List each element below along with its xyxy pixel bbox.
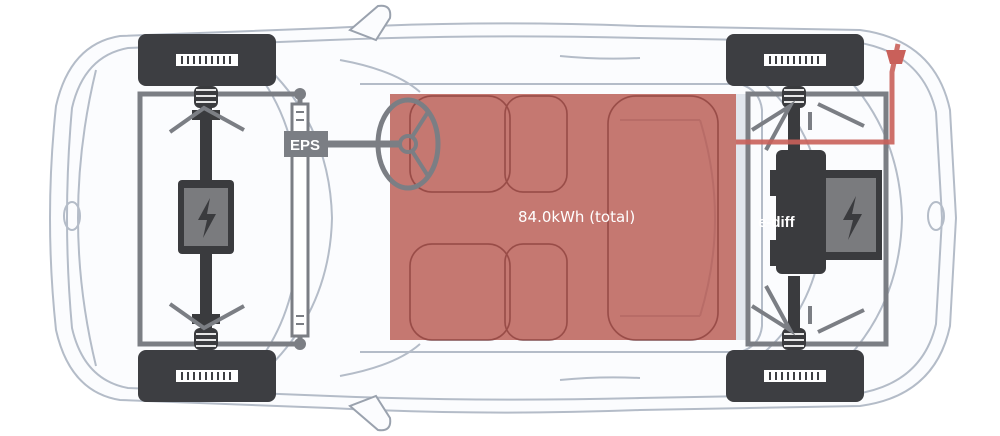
rear-axle [788,100,800,334]
rear-subframe [745,91,889,347]
rear-coil-spring-bottom [782,328,806,350]
lightning-bolt-icon [198,198,216,238]
tire-front-bottom [138,350,276,402]
side-mirror-bottom [348,394,392,432]
eps-label: EPS [290,137,320,154]
tire-rear-bottom [726,350,864,402]
tire-front-top [138,34,276,86]
battery-pack [390,94,736,340]
seat-overlay [409,95,719,341]
steering-wheel-icon [375,97,441,191]
rear-suspension-links [750,100,865,336]
front-axle [192,100,220,334]
e-diff-label: e-diff [758,214,796,231]
frame-joint [294,338,306,350]
tire-rear-top [726,34,864,86]
frame-joint [294,88,306,100]
front-motor [178,180,234,254]
rear-motor [818,170,882,260]
eps-steering-rack [290,102,310,338]
charge-port-icon [886,50,906,64]
battery-capacity-label: 84.0kWh (total) [518,208,635,226]
front-suspension-links [168,105,245,331]
side-mirror-top [348,4,392,42]
eps-badge: EPS [284,131,328,157]
front-coil-spring-bottom [194,328,218,350]
rear-coil-spring-top [782,86,806,108]
front-coil-spring-top [194,86,218,108]
lightning-bolt-icon [843,196,862,240]
e-diff-unit: e-diff [758,150,826,274]
